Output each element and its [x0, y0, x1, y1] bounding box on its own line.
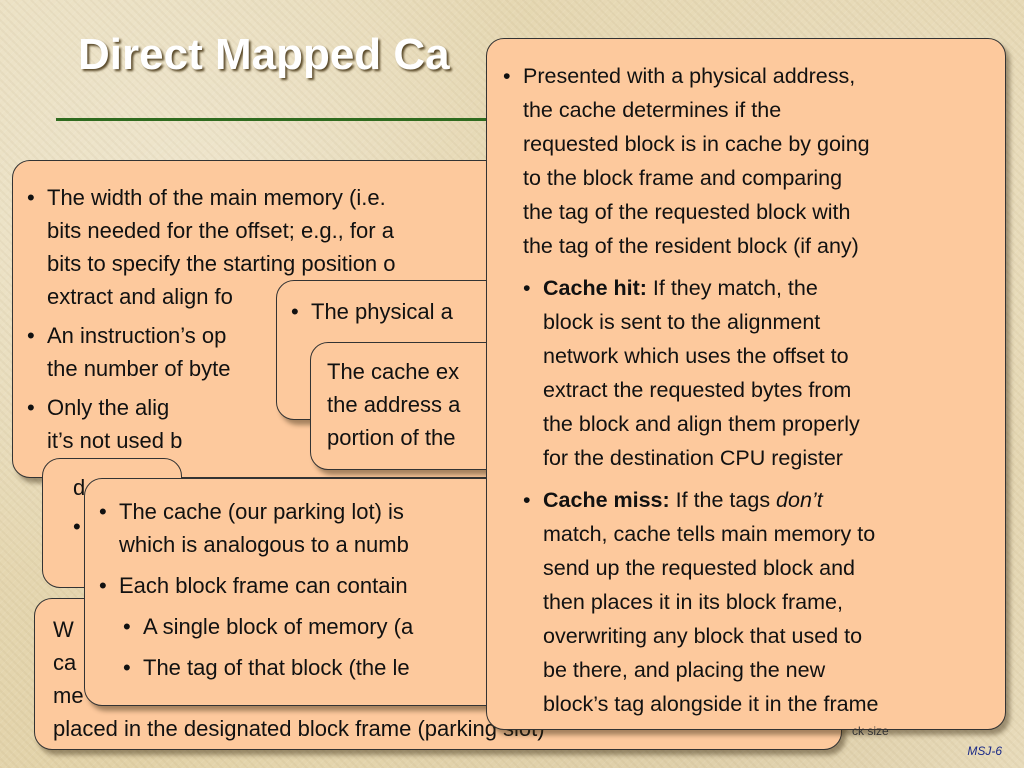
bullet-cache-miss: Cache miss: If the tags don’t match, cac… — [523, 483, 991, 721]
bullet-single-block: A single block of memory (a — [123, 610, 505, 643]
bullet-line: the number of byte — [47, 356, 231, 381]
bullet-line: which is analogous to a numb — [119, 532, 409, 557]
cache-miss-emphasis: don’t — [776, 488, 823, 512]
bullet-line: the tag of the resident block (if any) — [523, 234, 859, 258]
bullet-line: extract and align fo — [47, 284, 233, 309]
bullet-line: The width of the main memory (i.e. — [47, 185, 386, 210]
cache-hit-label: Cache hit: — [543, 276, 647, 300]
placement-line: me — [53, 683, 84, 708]
cache-miss-text: If the tags — [669, 488, 777, 512]
slide-footer-id: MSJ-6 — [967, 744, 1002, 758]
bullet-line: network which uses the offset to — [543, 344, 849, 368]
bullet-line: the block and align them properly — [543, 412, 860, 436]
bullet-line: bits needed for the offset; e.g., for a — [47, 218, 394, 243]
bullet-line: for the destination CPU register — [543, 446, 843, 470]
bullet-line: extract the requested bytes from — [543, 378, 852, 402]
bullet-line: then places it in its block frame, — [543, 590, 843, 614]
bullet-line: The physical a — [311, 299, 453, 324]
cache-hit-text: If they match, the — [646, 276, 818, 300]
callout-parking-lot: The cache (our parking lot) is which is … — [84, 478, 520, 706]
bullet-line: Presented with a physical address, — [523, 64, 856, 88]
bullet-line: A single block of memory (a — [143, 614, 414, 639]
bullet-line: The tag of that block (the le — [143, 655, 410, 680]
bullet-alignment: Only the alig it’s not used b — [27, 391, 517, 457]
cache-miss-first-line: Cache miss: If the tags don’t — [543, 483, 991, 517]
bullet-line: it’s not used b — [47, 428, 183, 453]
cache-hit-first-line: Cache hit: If they match, the — [543, 271, 991, 305]
bullet-line: block’s tag alongside it in the frame — [543, 692, 879, 716]
bullet-line: block is sent to the alignment — [543, 310, 821, 334]
bullet-memory-width: The width of the main memory (i.e. bits … — [27, 181, 517, 313]
bullet-line: send up the requested block and — [543, 556, 855, 580]
bullet-line: bits to specify the starting position o — [47, 251, 396, 276]
bullet-lookup-intro: Presented with a physical address, the c… — [503, 59, 991, 263]
callout-cache-extract: The cache ex the address a portion of th… — [310, 342, 520, 470]
bullet-line: The cache (our parking lot) is — [119, 499, 404, 524]
bullet-cache-hit: Cache hit: If they match, the block is s… — [523, 271, 991, 475]
bullet-block-frame: Each block frame can contain — [99, 569, 505, 602]
bullet-line: requested block is in cache by going — [523, 132, 870, 156]
extract-line: portion of the — [327, 425, 456, 450]
bullet-line: the tag of the requested block with — [523, 200, 851, 224]
bullet-line: be there, and placing the new — [543, 658, 826, 682]
slide-title: Direct Mapped Ca — [78, 30, 450, 79]
bullet-parking-lot: The cache (our parking lot) is which is … — [99, 495, 505, 561]
placement-line: ca — [53, 650, 77, 675]
title-underline — [56, 118, 536, 121]
bullet-tag: The tag of that block (the le — [123, 651, 505, 684]
stray-fragment-text: ck size — [852, 724, 889, 738]
bullet-line: overwriting any block that used to — [543, 624, 863, 648]
bullet-line: Only the alig — [47, 395, 170, 420]
bullet-line: the cache determines if the — [523, 98, 782, 122]
fragment-bullet: • — [73, 514, 81, 539]
extract-line: the address a — [327, 392, 461, 417]
bullet-instruction-op: An instruction’s op the number of byte — [27, 319, 517, 385]
bullet-line: An instruction’s op — [47, 323, 227, 348]
cache-miss-label: Cache miss: — [543, 488, 670, 512]
bullet-line: Each block frame can contain — [119, 573, 408, 598]
callout-cache-lookup: Presented with a physical address, the c… — [486, 38, 1006, 730]
bullet-line: to the block frame and comparing — [523, 166, 843, 190]
bullet-physical-address: The physical a — [291, 295, 501, 328]
fragment-text: d — [73, 475, 86, 500]
extract-line: The cache ex — [327, 359, 460, 384]
placement-line: W — [53, 617, 74, 642]
placement-line: placed in the designated block frame (pa… — [53, 716, 545, 741]
bullet-line: match, cache tells main memory to — [543, 522, 876, 546]
